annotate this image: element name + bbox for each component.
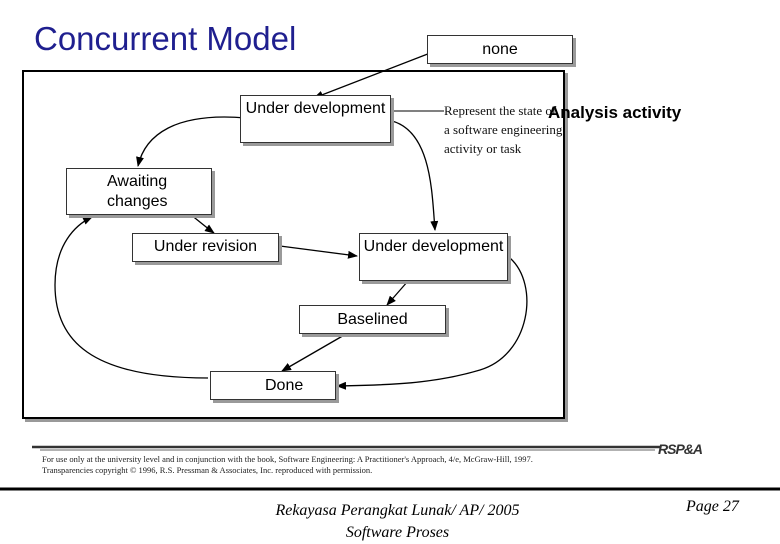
arrow-under-development-to-awaiting-changes	[136, 116, 247, 167]
state-under-development-top: Under development	[240, 95, 391, 143]
activity-label: Analysis activity	[548, 103, 682, 122]
state-under-revision: Under revision	[132, 233, 279, 262]
state-awaiting-changes: Awaiting changes	[66, 168, 212, 215]
state-done: Done	[210, 371, 336, 400]
state-under-development-right: Under development	[359, 233, 508, 281]
page-number: Page 27	[686, 498, 739, 515]
footer-line-1: Rekayasa Perangkat Lunak/ AP/ 2005	[275, 502, 520, 519]
state-none: none	[427, 35, 573, 64]
rspa-logo: RSP&A	[658, 441, 703, 457]
arrow-under-development-to-under-development-right	[391, 120, 439, 231]
footer-line-2: Software Proses	[345, 524, 450, 541]
arrow-under-revision-to-under-development	[279, 245, 358, 259]
slide-title: Concurrent Model	[34, 20, 297, 57]
footer-text: Rekayasa Perangkat Lunak/ AP/ 2005 Softw…	[250, 500, 545, 544]
note-line-1: Represent the state of	[444, 103, 557, 118]
arrow-under-development-to-baselined	[386, 280, 409, 306]
note-line-3: activity or task	[444, 141, 522, 156]
arrow-under-development-to-done-right-loop	[336, 257, 528, 390]
arrow-done-to-awaiting-changes	[54, 216, 209, 379]
note-line-2: a software engineering	[444, 122, 563, 137]
arrow-baselined-to-done	[281, 333, 347, 372]
copyright-line-1: For use only at the university level and…	[42, 454, 533, 464]
state-baselined: Baselined	[299, 305, 446, 334]
arrow-none-to-under-development	[313, 49, 439, 99]
copyright-text: For use only at the university level and…	[42, 454, 533, 476]
copyright-line-2: Transparencies copyright © 1996, R.S. Pr…	[42, 465, 373, 475]
state-note: Represent the state of a software engine…	[444, 101, 562, 158]
